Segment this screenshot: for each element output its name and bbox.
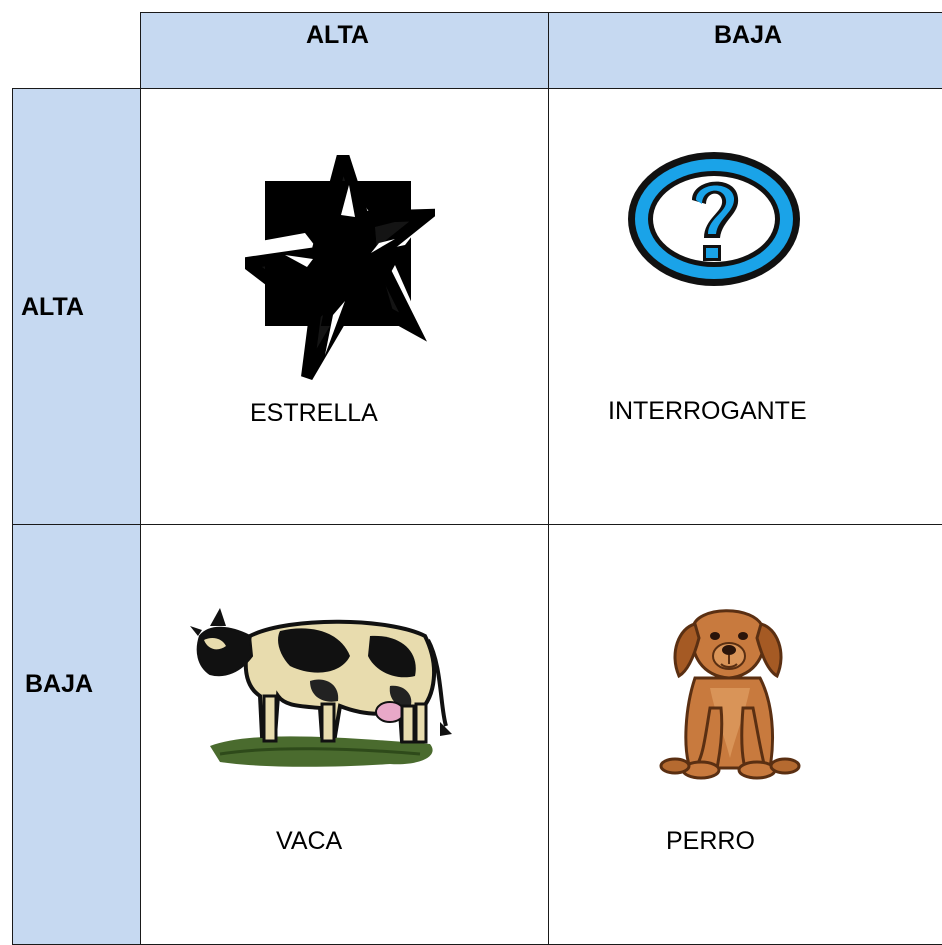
row-header-alta: ALTA (21, 293, 84, 321)
quadrant-label-vaca: VACA (276, 827, 343, 855)
quadrant-label-interrogante: INTERROGANTE (608, 397, 807, 425)
dog-icon (659, 609, 801, 780)
column-header-baja: BAJA (714, 21, 783, 49)
question-mark-icon (628, 152, 800, 286)
row-header-alta-cell: ALTA (12, 88, 141, 525)
row-header-baja-cell: BAJA (12, 524, 141, 945)
quadrant-vaca (140, 524, 549, 945)
star-icon (245, 155, 435, 381)
row-header-baja: BAJA (25, 670, 94, 698)
quadrant-label-perro: PERRO (666, 827, 755, 855)
column-header-alta: ALTA (306, 21, 369, 49)
quadrant-label-estrella: ESTRELLA (250, 399, 378, 427)
column-header-baja-cell: BAJA (548, 12, 942, 89)
column-header-alta-cell: ALTA (140, 12, 549, 89)
cow-icon (190, 608, 452, 767)
